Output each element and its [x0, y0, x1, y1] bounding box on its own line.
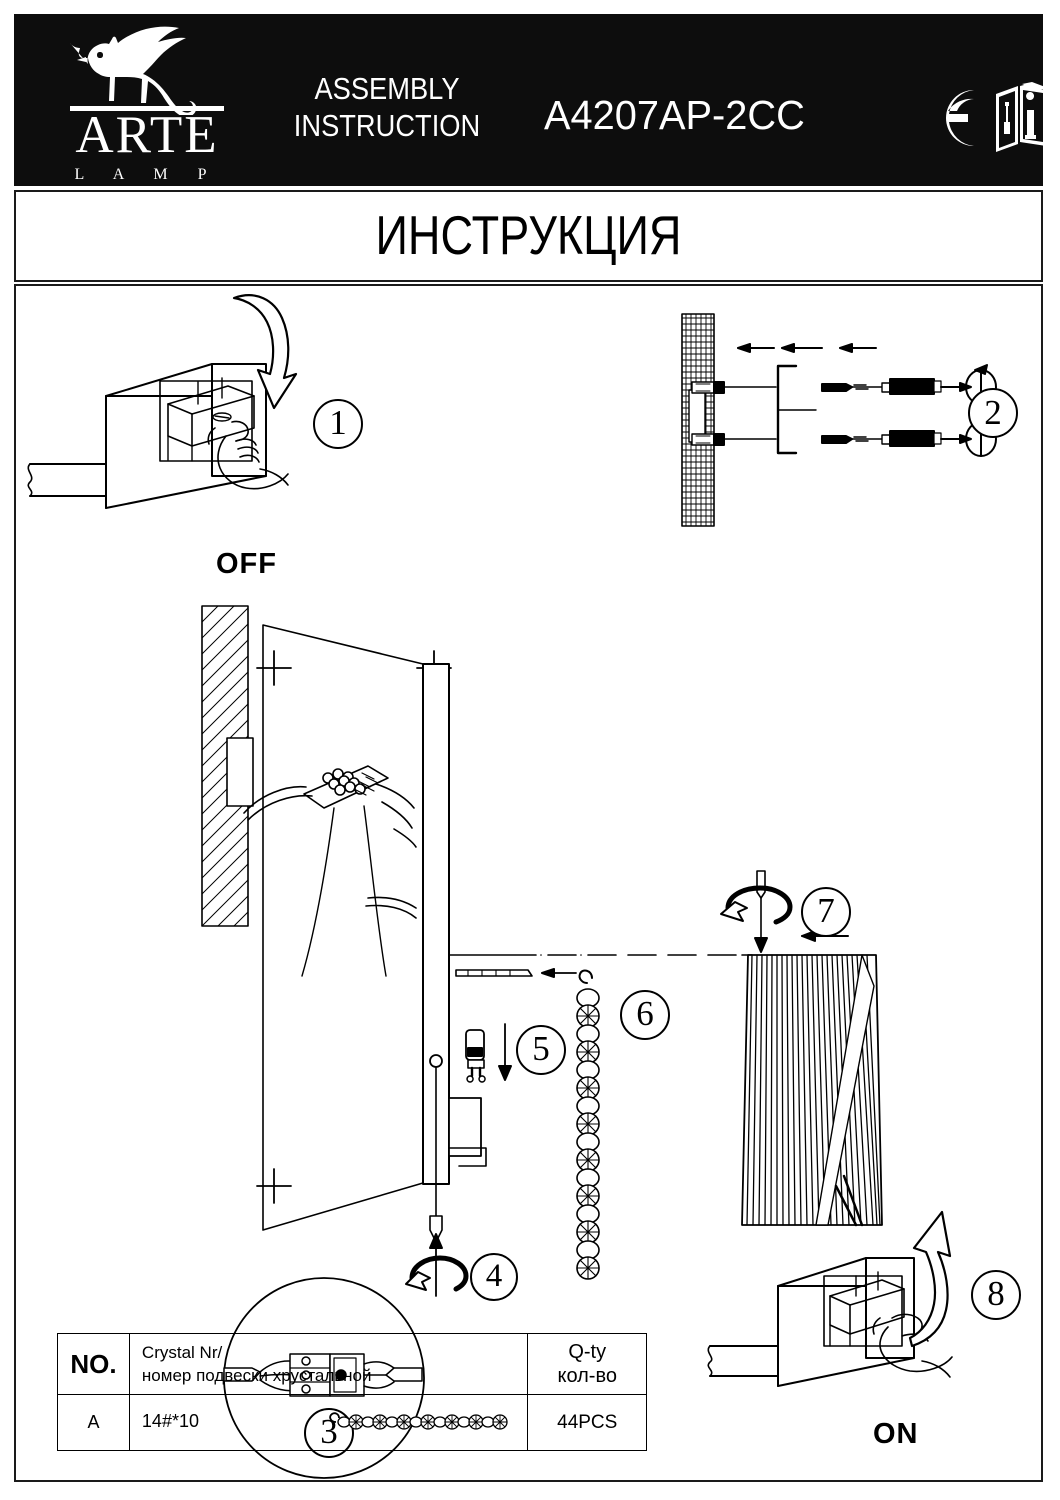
ce-mark-icon [890, 86, 986, 155]
step-number-4: 4 [470, 1253, 518, 1301]
step-number-7: 7 [801, 887, 851, 937]
step6-crystal-strand-art [576, 969, 600, 1280]
step5-bulb-art [465, 1023, 512, 1083]
header-crystal-nr-en: Crystal Nr/ [141, 1343, 223, 1362]
step-number-8: 8 [971, 1270, 1021, 1320]
row-crystal: 14#*10 [128, 1394, 529, 1451]
step2-anchor-art [681, 313, 997, 527]
assembly-line2: INSTRUCTION [293, 108, 481, 143]
table-header-row: NO. Crystal Nr/ номер подвески хрустальн… [57, 1333, 647, 1395]
row-no: A [57, 1394, 130, 1451]
crystal-strand-icon [326, 1407, 516, 1442]
row-qty: 44PCS [527, 1394, 647, 1451]
assembly-diagrams: 1 2 3 4 5 6 7 8 OFF [16, 286, 1045, 1484]
step-number-6: 6 [620, 990, 670, 1040]
title-band: ИНСТРУКЦИЯ [14, 190, 1043, 282]
assembly-instruction-title: ASSEMBLY INSTRUCTION [277, 70, 497, 144]
header-no: NO. [57, 1333, 130, 1395]
step-number-2: 2 [968, 388, 1018, 438]
model-number: A4207AP-2CC [544, 92, 805, 138]
step7-shade-art [720, 870, 883, 1227]
winged-lion-logo: ARTE L A M P [42, 20, 252, 185]
header-qty: Q-ty кол-во [527, 1333, 647, 1395]
switch-off-label: OFF [216, 548, 277, 580]
diagram-frame: 1 2 3 4 5 6 7 8 OFF [14, 284, 1043, 1482]
read-manual-icon [992, 80, 1043, 157]
page-title: ИНСТРУКЦИЯ [375, 204, 682, 266]
header-qty-ru: кол-во [557, 1365, 617, 1387]
row-code: 14#*10 [141, 1411, 199, 1431]
header-qty-en: Q-ty [568, 1341, 607, 1363]
table-row: A 14#*10 [57, 1394, 647, 1451]
step1-wall-switch-art [27, 294, 298, 509]
header-crystal-nr-ru: номер подвески хрустальной [141, 1366, 372, 1385]
parts-table: NO. Crystal Nr/ номер подвески хрустальн… [57, 1333, 647, 1451]
step8-wall-switch-art [707, 1210, 953, 1387]
brand-subtitle: L A M P [74, 166, 220, 183]
header-bar: ARTE L A M P ASSEMBLY INSTRUCTION A4207A… [14, 14, 1043, 186]
step-number-1: 1 [313, 399, 363, 449]
step-number-5: 5 [516, 1025, 566, 1075]
header-crystal-nr: Crystal Nr/ номер подвески хрустальной [128, 1333, 529, 1395]
assembly-line1: ASSEMBLY [314, 71, 460, 106]
brand-name: ARTE [75, 106, 219, 164]
switch-on-label: ON [873, 1418, 919, 1450]
